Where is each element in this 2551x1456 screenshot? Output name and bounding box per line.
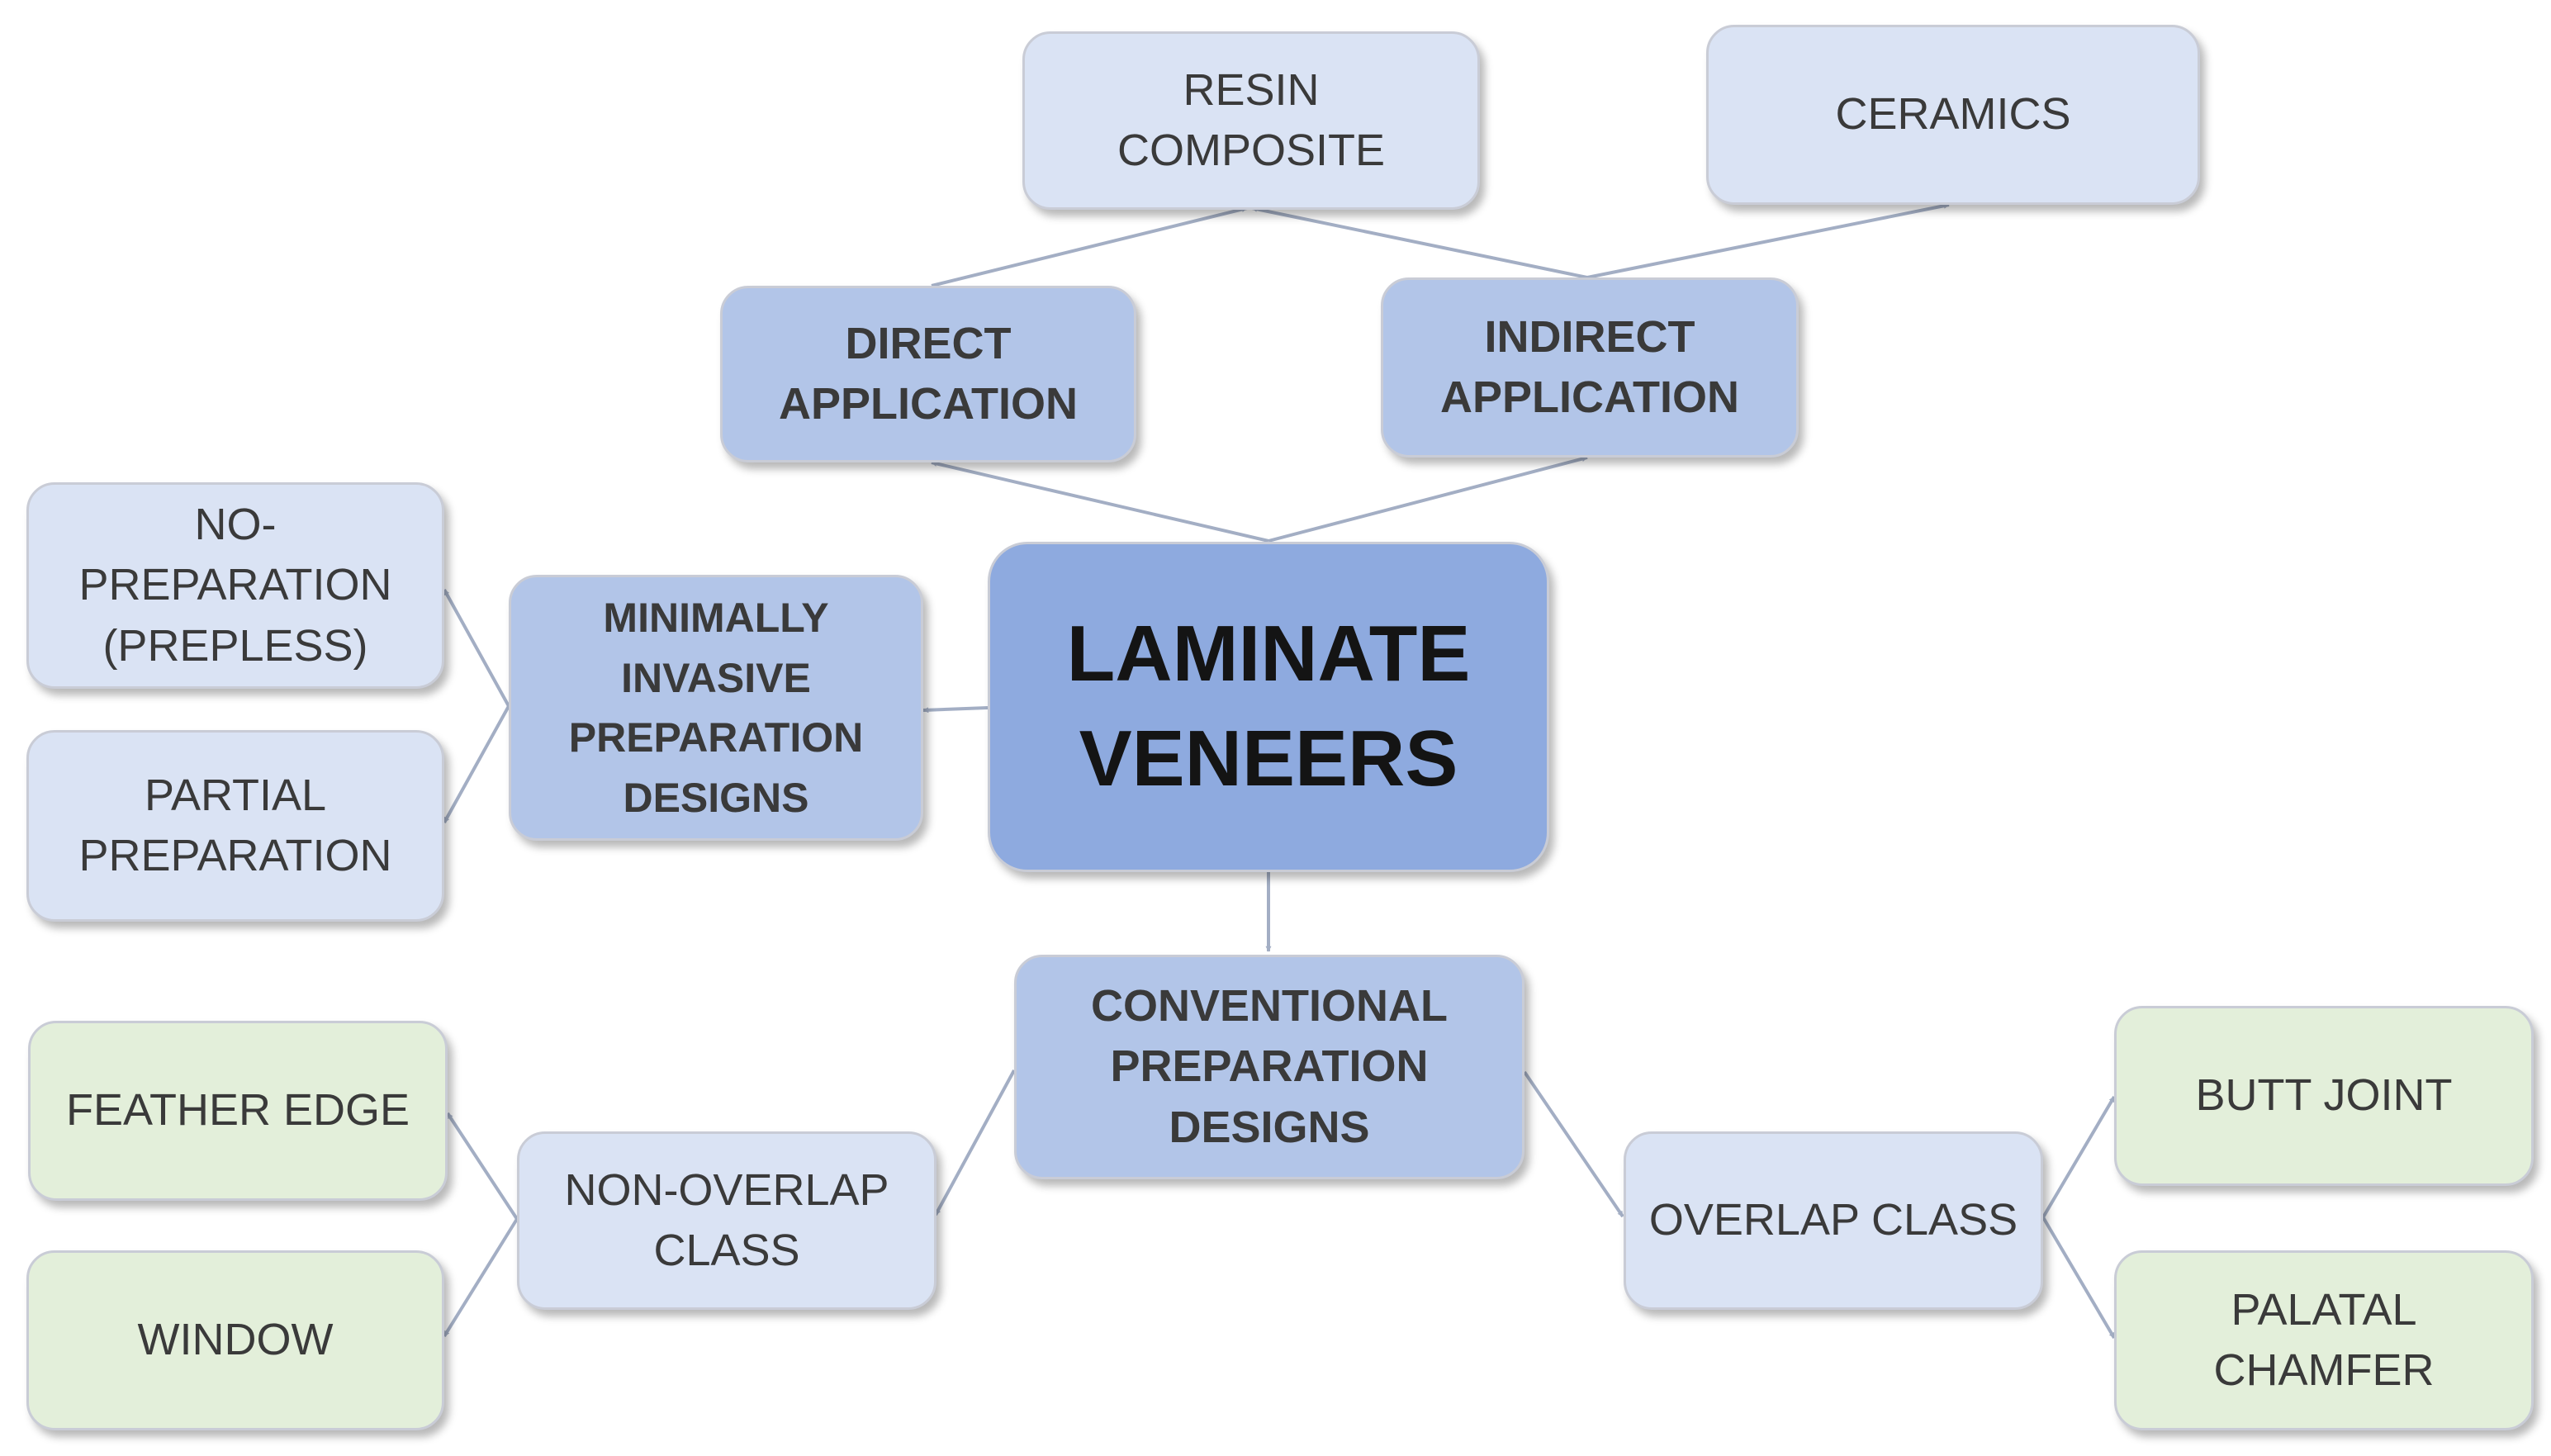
minimally-invasive-node: MINIMALLY INVASIVE PREPARATION DESIGNS	[509, 575, 923, 841]
window-node: WINDOW	[26, 1250, 444, 1430]
link-nonoverlap-to-feather	[446, 1112, 519, 1221]
link-nonoverlap-to-window	[443, 1217, 519, 1338]
link-center-to-indirect	[1268, 456, 1588, 543]
non-overlap-class-label: NON-OVERLAP CLASS	[564, 1164, 889, 1275]
conventional-preparation-label: CONVENTIONAL PREPARATION DESIGNS	[1091, 980, 1448, 1152]
link-center-to-direct	[931, 461, 1269, 543]
link-overlap-to-butt	[2041, 1095, 2116, 1219]
link-overlap-to-palatal	[2041, 1216, 2116, 1340]
feather-edge-node: FEATHER EDGE	[28, 1021, 448, 1201]
link-minimally-to-noprep	[443, 589, 510, 707]
link-minimally-to-partial	[443, 705, 510, 823]
partial-preparation-node: PARTIAL PREPARATION	[26, 730, 444, 922]
link-indirect-to-ceramics	[1586, 202, 1950, 279]
butt-joint-node: BUTT JOINT	[2114, 1006, 2534, 1186]
resin-composite-label: RESIN COMPOSITE	[1117, 64, 1386, 175]
non-overlap-class-node: NON-OVERLAP CLASS	[517, 1131, 936, 1310]
palatal-chamfer-node: PALATAL CHAMFER	[2114, 1250, 2534, 1430]
laminate-veneers-label: LAMINATE VENEERS	[1066, 609, 1471, 803]
overlap-class-node: OVERLAP CLASS	[1624, 1131, 2043, 1310]
palatal-chamfer-label: PALATAL CHAMFER	[2213, 1284, 2435, 1395]
indirect-application-label: INDIRECT APPLICATION	[1440, 311, 1739, 422]
link-conventional-to-nonoverlap	[934, 1069, 1016, 1216]
ceramics-label: CERAMICS	[1835, 89, 2071, 140]
link-center-to-minimally	[922, 706, 989, 714]
no-preparation-node: NO- PREPARATION (PREPLESS)	[26, 482, 444, 689]
link-conventional-to-overlap	[1523, 1070, 1624, 1218]
direct-application-node: DIRECT APPLICATION	[720, 286, 1136, 462]
laminate-veneers-node: LAMINATE VENEERS	[988, 542, 1549, 872]
minimally-invasive-label: MINIMALLY INVASIVE PREPARATION DESIGNS	[568, 595, 864, 821]
feather-edge-label: FEATHER EDGE	[65, 1085, 410, 1136]
no-preparation-label: NO- PREPARATION (PREPLESS)	[78, 499, 392, 671]
overlap-class-label: OVERLAP CLASS	[1648, 1195, 2018, 1245]
indirect-application-node: INDIRECT APPLICATION	[1381, 277, 1799, 458]
ceramics-node: CERAMICS	[1706, 25, 2200, 205]
direct-application-label: DIRECT APPLICATION	[779, 318, 1078, 429]
partial-preparation-label: PARTIAL PREPARATION	[78, 770, 392, 880]
link-direct-to-resin	[931, 206, 1248, 287]
link-indirect-to-resin	[1251, 206, 1588, 279]
resin-composite-node: RESIN COMPOSITE	[1022, 31, 1480, 210]
window-label: WINDOW	[137, 1315, 334, 1365]
conventional-preparation-node: CONVENTIONAL PREPARATION DESIGNS	[1014, 955, 1524, 1179]
butt-joint-label: BUTT JOINT	[2195, 1070, 2453, 1121]
